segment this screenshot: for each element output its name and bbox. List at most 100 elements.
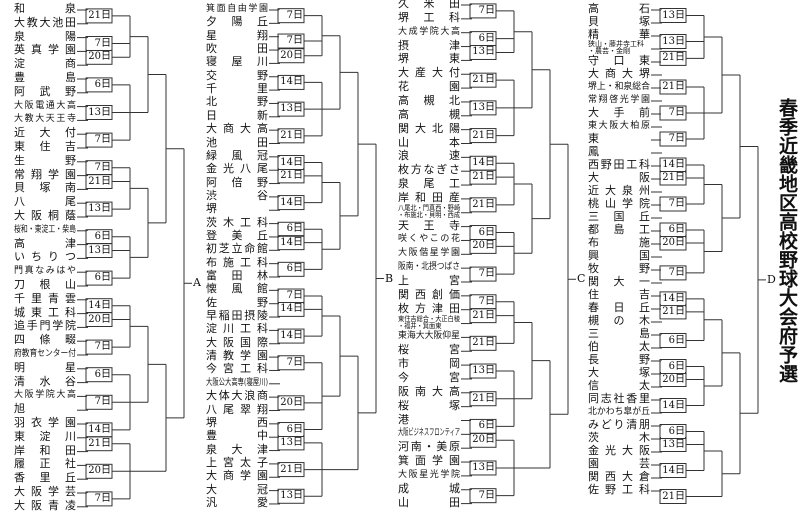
team-name: 天王寺 — [398, 218, 460, 232]
team-name: 城東工科 — [14, 305, 76, 319]
team-name: 豊島 — [14, 71, 76, 84]
match-date: 21日 — [661, 52, 685, 65]
team-name: 大阪青凌 — [14, 498, 76, 512]
team-name: 大阪国際 — [206, 335, 268, 349]
match-date: 13日 — [471, 101, 495, 114]
team-name: 近大泉州 — [588, 184, 650, 197]
match-date: 20日 — [87, 313, 111, 326]
team-name: 今宮 — [398, 370, 460, 384]
team-name: 布施工科 — [206, 255, 268, 269]
match-date: 21日 — [87, 9, 111, 22]
team-name: 常翔啓光学園 — [588, 95, 650, 105]
team-name: 三国丘 — [588, 210, 650, 223]
match-date: 7日 — [279, 356, 303, 369]
match-date: 7日 — [471, 489, 495, 502]
team-name: 桜宮 — [398, 343, 460, 357]
team-name: 寝屋川 — [206, 55, 268, 69]
match-date: 6日 — [87, 78, 111, 91]
team-name: 桃山学院 — [588, 197, 650, 210]
team-name: 上宮太子 — [206, 455, 268, 469]
match-date: 13日 — [471, 365, 495, 378]
team-name: 東住吉総合・大正白稜 ・福井・箕面東 — [398, 314, 461, 330]
team-name: 大阪学芸 — [14, 485, 76, 498]
match-date: 6日 — [87, 230, 111, 243]
match-date: 21日 — [661, 81, 685, 93]
match-date: 21日 — [471, 129, 495, 142]
team-name: 生野 — [14, 153, 76, 167]
team-name: 佐野工科 — [588, 483, 650, 496]
match-date: 6日 — [87, 368, 111, 381]
team-name: 府教育センター付 — [14, 349, 77, 359]
match-date: 6日 — [471, 32, 495, 45]
team-name: 同志社香里 — [588, 392, 650, 405]
team-name: 槻の木 — [588, 314, 650, 327]
team-name: 茨木工科 — [206, 215, 268, 229]
match-date: 20日 — [661, 373, 685, 386]
team-name: 久米田 — [398, 0, 460, 10]
team-name: 早稲田摂陵 — [206, 309, 268, 323]
block-label: D — [766, 272, 777, 286]
team-name: 貝塚南 — [14, 181, 76, 195]
match-date: 7日 — [471, 295, 495, 308]
team-name: 初芝立命館 — [206, 242, 268, 256]
team-name: 明星 — [14, 360, 76, 374]
match-date: 7日 — [87, 341, 111, 354]
match-date: 7日 — [87, 161, 111, 174]
team-name: 豊中 — [206, 429, 268, 443]
match-date: 21日 — [279, 463, 303, 476]
team-name: 日新 — [206, 108, 268, 122]
team-name: 精華 — [588, 28, 650, 41]
team-name: 興国 — [588, 249, 650, 262]
team-name: 東住吉 — [14, 140, 76, 153]
match-date: 13日 — [279, 490, 303, 503]
team-name: 常翔学園 — [14, 167, 76, 181]
match-date: 7日 — [87, 492, 111, 505]
team-name: 住吉 — [588, 288, 650, 301]
team-name: 大商学園 — [206, 469, 268, 483]
team-name: 園芸 — [588, 457, 650, 470]
team-name: 淀川工科 — [206, 322, 268, 336]
match-date: 6日 — [471, 420, 495, 433]
team-name: 岸和田 — [14, 443, 76, 457]
team-name: 東淀川 — [14, 429, 76, 443]
team-name: 近大付 — [14, 126, 76, 140]
match-date: 7日 — [471, 4, 495, 17]
team-name: 池田 — [206, 135, 268, 149]
team-name: 三島 — [588, 327, 650, 340]
team-name: 夕陽丘 — [206, 15, 268, 29]
match-date: 21日 — [471, 392, 495, 405]
team-name: 関大北陽 — [398, 121, 460, 135]
match-date: 21日 — [87, 175, 111, 188]
team-name: 八尾翠翔 — [206, 402, 268, 416]
team-name: 渋谷 — [206, 188, 268, 202]
match-date: 20日 — [471, 240, 495, 253]
match-date: 7日 — [279, 290, 303, 303]
team-name: 咲くやこの花 — [398, 234, 460, 245]
team-name: 追手門学院 — [14, 319, 76, 333]
match-date: 14日 — [661, 464, 685, 477]
match-date: 13日 — [471, 46, 495, 59]
team-name: 堺西 — [206, 415, 268, 429]
match-date: 13日 — [87, 106, 111, 119]
match-date: 7日 — [87, 134, 111, 147]
team-name: 都島工 — [588, 223, 650, 236]
team-name: 関西創価 — [398, 287, 460, 301]
team-name: 千里青雲 — [14, 291, 76, 305]
team-name: 貝塚 — [588, 15, 650, 28]
team-name: 東海大大阪仰星 — [398, 331, 461, 342]
team-name: 成城 — [398, 481, 460, 495]
team-name: 大成学院大高 — [398, 26, 460, 37]
team-name: 大商大堺 — [588, 67, 650, 80]
team-name: 高津 — [14, 236, 76, 250]
match-date: 7日 — [87, 37, 111, 50]
team-name: 阪南大高 — [398, 384, 460, 398]
team-name: 大阪公大高専(寝屋川) — [206, 377, 268, 388]
team-name: 山本 — [398, 135, 460, 149]
team-name: 春日丘 — [588, 301, 650, 314]
team-name: 四條畷 — [14, 333, 76, 347]
team-name: 市岡 — [398, 357, 460, 371]
match-date: 6日 — [661, 425, 685, 438]
team-name: 和泉 — [14, 2, 76, 15]
match-date: 21日 — [87, 437, 111, 450]
team-name: いちりつ — [14, 250, 76, 264]
